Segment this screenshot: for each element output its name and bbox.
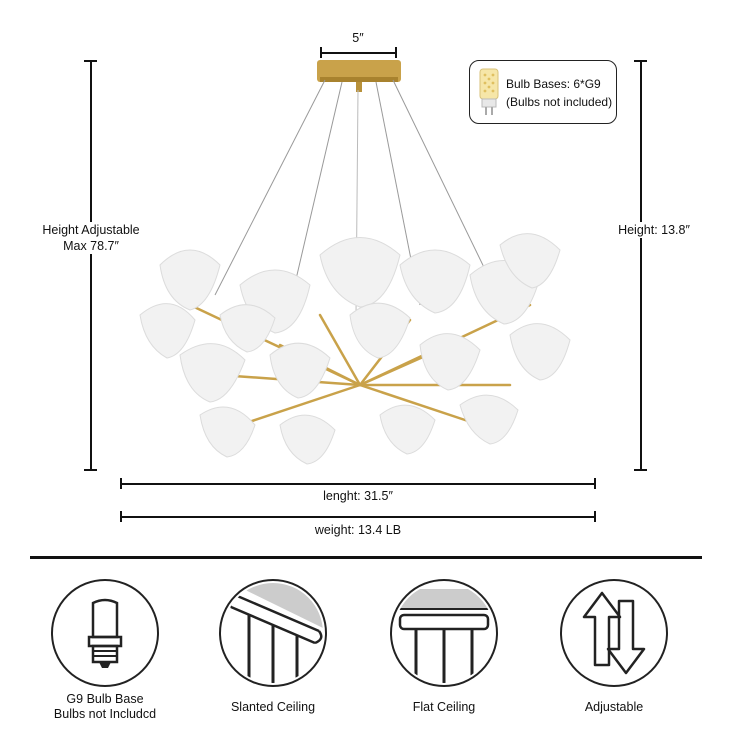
slanted-ceiling-circle [219, 579, 327, 687]
bulbs-not-included-caption: Bulbs not Includcd [53, 707, 157, 721]
length-label: lenght: 31.5″ [323, 489, 393, 503]
bulb-bases-label: Bulb Bases: 6*G9 [506, 77, 601, 91]
g9-bulb-circle [51, 579, 159, 687]
adjustable-arrows-icon [582, 591, 646, 675]
adjustable-circle [560, 579, 668, 687]
ceiling-canopy [317, 60, 401, 82]
slanted-ceiling-caption: Slanted Ceiling [230, 700, 316, 714]
section-divider [30, 556, 702, 559]
bulbs-not-included-label: (Bulbs not included) [506, 95, 613, 109]
flat-ceiling-circle [390, 579, 498, 687]
g9-bulb-caption: G9 Bulb Base [66, 692, 144, 706]
height-max-label: Max 78.7″ [63, 239, 119, 253]
flat-ceiling-icon [394, 589, 494, 683]
height-adjustable-label: Height Adjustable [42, 223, 140, 237]
weight-label: weight: 13.4 LB [314, 523, 402, 537]
g9-bulb-icon [87, 598, 123, 668]
ginkgo-leaves [139, 233, 571, 465]
g9-bulb-small-icon [479, 68, 499, 115]
top-width-label: 5″ [352, 31, 364, 45]
adjustable-caption: Adjustable [584, 700, 644, 714]
bulb-info-box: Bulb Bases: 6*G9 (Bulbs not included) [469, 60, 617, 124]
flat-ceiling-caption: Flat Ceiling [412, 700, 476, 714]
chandelier-illustration [139, 60, 571, 465]
height-label: Height: 13.8″ [604, 222, 704, 238]
slanted-ceiling-icon [227, 583, 323, 683]
